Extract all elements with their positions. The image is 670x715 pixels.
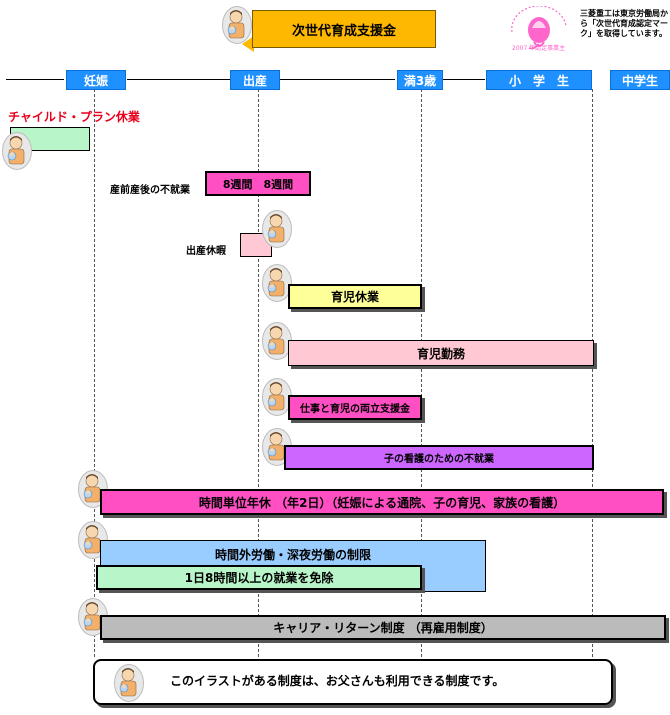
sick-child-leave-bar: 子の看護のための不就業 — [284, 445, 594, 470]
stage-junior-high: 中学生 — [610, 70, 670, 90]
parent-figure-icon — [114, 664, 144, 702]
timeline-line — [6, 79, 64, 80]
stage-birth: 出産 — [230, 70, 280, 90]
overtime-limit-label: 時間外労働・深夜労働の制限 — [214, 548, 371, 562]
certification-description: 三菱重工は東京労働局から「次世代育成認定マーク」を取得しています。 — [580, 9, 668, 38]
support-fund-bar: 仕事と育児の両立支援金 — [288, 395, 422, 420]
stage-age3: 満3歳 — [397, 70, 443, 90]
parent-figure-icon — [2, 132, 32, 170]
timeline-line — [127, 79, 230, 80]
pre-post-birth-label: 産前産後の不就業 — [110, 185, 190, 196]
child-plan-leave-label: チャイルド・プラン休業 — [8, 110, 140, 124]
legend-box — [93, 659, 613, 705]
stage-elementary: 小 学 生 — [486, 70, 592, 90]
legend-text: このイラストがある制度は、お父さんも利用できる制度です。 — [170, 674, 505, 688]
career-return-bar: キャリア・リターン制度 （再雇用制度） — [100, 615, 666, 640]
guide-birth — [258, 89, 259, 657]
support-grant-callout: 次世代育成支援金 — [252, 10, 436, 48]
timeline-line — [442, 79, 485, 80]
guide-age3 — [421, 89, 422, 657]
pre-post-birth-bar: 8週間 8週間 — [205, 171, 311, 196]
callout-tail — [242, 36, 254, 52]
parent-figure-icon — [262, 210, 292, 248]
timeline-line — [280, 79, 395, 80]
hourly-annual-leave-bar: 時間単位年休 （年2日）（妊娠による通院、子の育児、家族の看護） — [100, 489, 664, 515]
certification-year-label: 2007 年認定事業主 — [512, 45, 566, 52]
guide-pregnancy — [94, 89, 95, 657]
guide-elementary-end — [592, 89, 593, 657]
birth-leave-label: 出産休暇 — [186, 246, 226, 257]
certification-mark-icon — [504, 5, 574, 58]
stage-pregnancy: 妊娠 — [66, 70, 126, 90]
childcare-work-bar: 育児勤務 — [288, 340, 594, 366]
childcare-leave-bar: 育児休業 — [288, 284, 422, 309]
exemption-8h-bar: 1日8時間以上の就業を免除 — [96, 565, 422, 590]
